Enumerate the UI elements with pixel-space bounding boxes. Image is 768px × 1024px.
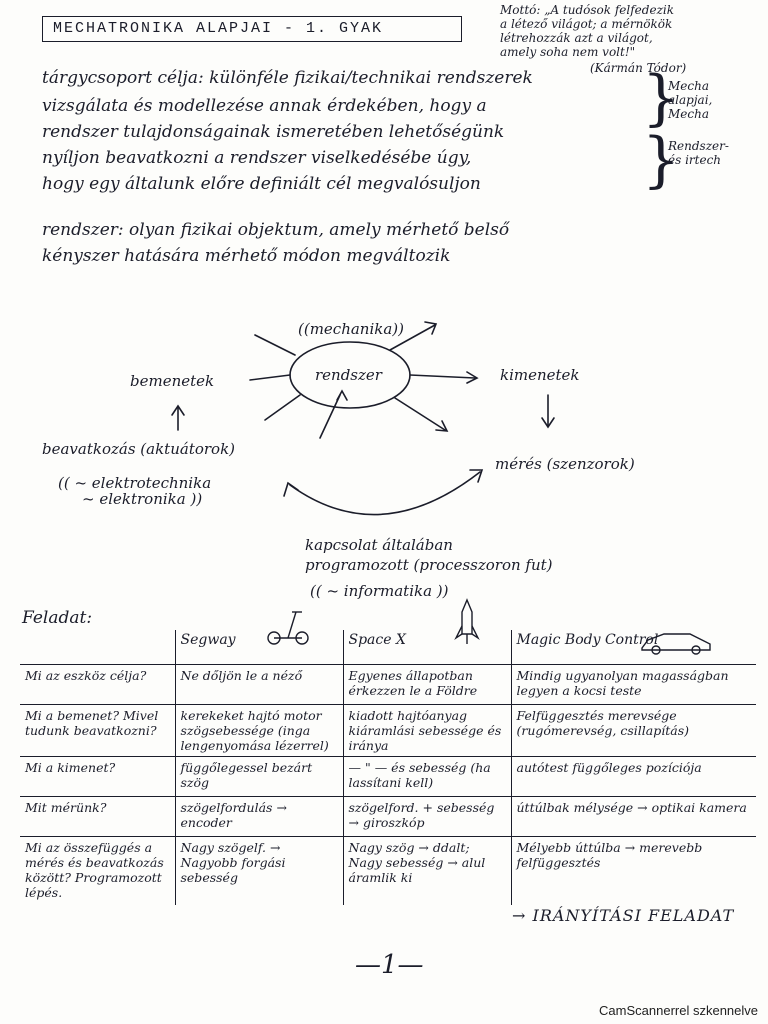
table-row: Mi az összefüggés a mérés és beavatkozás… xyxy=(20,836,756,905)
arrowhead-icon xyxy=(541,417,555,429)
intro-line: hogy egy általunk előre definiált cél me… xyxy=(42,174,481,194)
arrowhead-icon xyxy=(283,481,299,497)
table-header-empty xyxy=(20,630,176,665)
table-cell: Nagy szögelf. → Nagyobb forgási sebesség xyxy=(174,836,344,905)
page-title: MECHATRONIKA ALAPJAI - 1. GYAK xyxy=(42,16,462,42)
intro-line: rendszer tulajdonságainak ismeretében le… xyxy=(42,122,505,142)
table-cell: úttúlbak mélysége → optikai kamera xyxy=(510,796,756,837)
side-note: alapjai, xyxy=(668,93,713,107)
side-note: és irtech xyxy=(668,153,722,167)
table-cell: Egyenes állapotban érkezzen le a Földre xyxy=(342,664,512,705)
row-question: Mi a bemenet? Mivel tudunk beavatkozni? xyxy=(20,704,176,757)
diagram-label-center: rendszer xyxy=(315,366,382,384)
table-row: Mi a bemenet? Mivel tudunk beavatkozni? … xyxy=(20,704,756,757)
diagram-label-measure: mérés (szenzorok) xyxy=(495,455,635,473)
table-cell: függőlegessel bezárt szög xyxy=(174,756,344,797)
definition-line: kényszer hatására mérhető módon megválto… xyxy=(42,246,451,266)
side-note: Mecha xyxy=(668,107,709,121)
diagram-label-elec: (( ~ elektrotechnika xyxy=(58,474,212,492)
row-question: Mi az összefüggés a mérés és beavatkozás… xyxy=(20,836,176,905)
diagram-label-link: programozott (processzoron fut) xyxy=(305,556,553,574)
intro-line: tárgycsoport célja: különféle fizikai/te… xyxy=(42,68,533,88)
system-diagram xyxy=(171,321,555,516)
arrowhead-icon xyxy=(435,420,449,432)
motto-line: létrehozzák azt a világot, xyxy=(500,31,653,45)
arrowhead-icon xyxy=(171,404,185,416)
brace-icon: } xyxy=(642,125,681,195)
feedback-arrow xyxy=(289,471,481,516)
arrowhead-icon xyxy=(424,321,438,335)
table-cell: szögelfordulás → encoder xyxy=(174,796,344,837)
diagram-arrow xyxy=(319,394,341,439)
table-cell: kerekeket hajtó motor szögsebessége (ing… xyxy=(174,704,344,757)
tasks-table: Segway Space X Magic Body Control Mi az … xyxy=(20,630,756,905)
table-cell: szögelford. + sebesség → giroszkóp xyxy=(342,796,512,837)
diagram-label-actuation: beavatkozás (aktuátorok) xyxy=(42,440,236,458)
arrowhead-icon xyxy=(336,389,348,401)
table-header-row: Segway Space X Magic Body Control xyxy=(20,630,756,665)
motto-line: a létező világot; a mérnökök xyxy=(500,17,673,31)
row-question: Mi az eszköz célja? xyxy=(20,664,176,705)
table-row: Mi az eszköz célja? Ne dőljön le a néző … xyxy=(20,664,756,705)
diagram-arrow xyxy=(264,394,301,421)
table-cell: Nagy szög → ddalt; Nagy sebesség → alul … xyxy=(342,836,512,905)
motto-line: amely soha nem volt!" xyxy=(500,45,636,59)
page-number: —1— xyxy=(355,950,424,980)
conclusion: → IRÁNYÍTÁSI FELADAT xyxy=(512,906,735,925)
diagram-arrow xyxy=(394,397,446,431)
table-header: Space X xyxy=(342,630,512,665)
scanner-watermark: CamScannerrel szkennelve xyxy=(599,1003,758,1018)
table-cell: autótest függőleges pozíciója xyxy=(510,756,756,797)
diagram-label-link: kapcsolat általában xyxy=(305,536,453,554)
diagram-label-info: (( ~ informatika )) xyxy=(310,582,449,600)
arrowhead-icon xyxy=(469,469,484,483)
table-row: Mi a kimenet? függőlegessel bezárt szög … xyxy=(20,756,756,797)
intro-line: nyíljon beavatkozni a rendszer viselkedé… xyxy=(42,148,472,168)
row-question: Mit mérünk? xyxy=(20,796,176,837)
table-cell: Mindig ugyanolyan magasságban legyen a k… xyxy=(510,664,756,705)
table-header: Magic Body Control xyxy=(510,630,756,665)
side-note: Rendszer- xyxy=(668,139,729,153)
table-cell: — " — és sebesség (ha lassítani kell) xyxy=(342,756,512,797)
diagram-arrow xyxy=(249,374,291,381)
diagram-arrow xyxy=(389,324,436,351)
diagram-arrow xyxy=(254,334,296,356)
motto-line: (Kármán Tódor) xyxy=(590,61,687,75)
table-row: Mit mérünk? szögelfordulás → encoder szö… xyxy=(20,796,756,837)
table-cell: Ne dőljön le a néző xyxy=(174,664,344,705)
table-cell: Mélyebb úttúlba → merevebb felfüggesztés xyxy=(510,836,756,905)
diagram-label-elec: ~ elektronika )) xyxy=(82,490,203,508)
table-header: Segway xyxy=(174,630,344,665)
side-note: Mecha xyxy=(668,79,709,93)
arrowhead-icon xyxy=(466,371,479,384)
intro-line: vizsgálata és modellezése annak érdekébe… xyxy=(42,96,487,116)
diagram-label-top: ((mechanika)) xyxy=(298,320,405,338)
brace-icon: } xyxy=(642,63,681,133)
diagram-label-input: bemenetek xyxy=(130,372,215,390)
diagram-arrow xyxy=(409,374,476,379)
tasks-label: Feladat: xyxy=(22,608,93,628)
definition-line: rendszer: olyan fizikai objektum, amely … xyxy=(42,220,510,240)
row-question: Mi a kimenet? xyxy=(20,756,176,797)
diagram-label-output: kimenetek xyxy=(500,366,580,384)
motto-line: Mottó: „A tudósok felfedezik xyxy=(500,3,674,17)
table-cell: kiadott hajtóanyag kiáramlási sebessége … xyxy=(342,704,512,757)
table-cell: Felfüggesztés merevsége (rugómerevség, c… xyxy=(510,704,756,757)
